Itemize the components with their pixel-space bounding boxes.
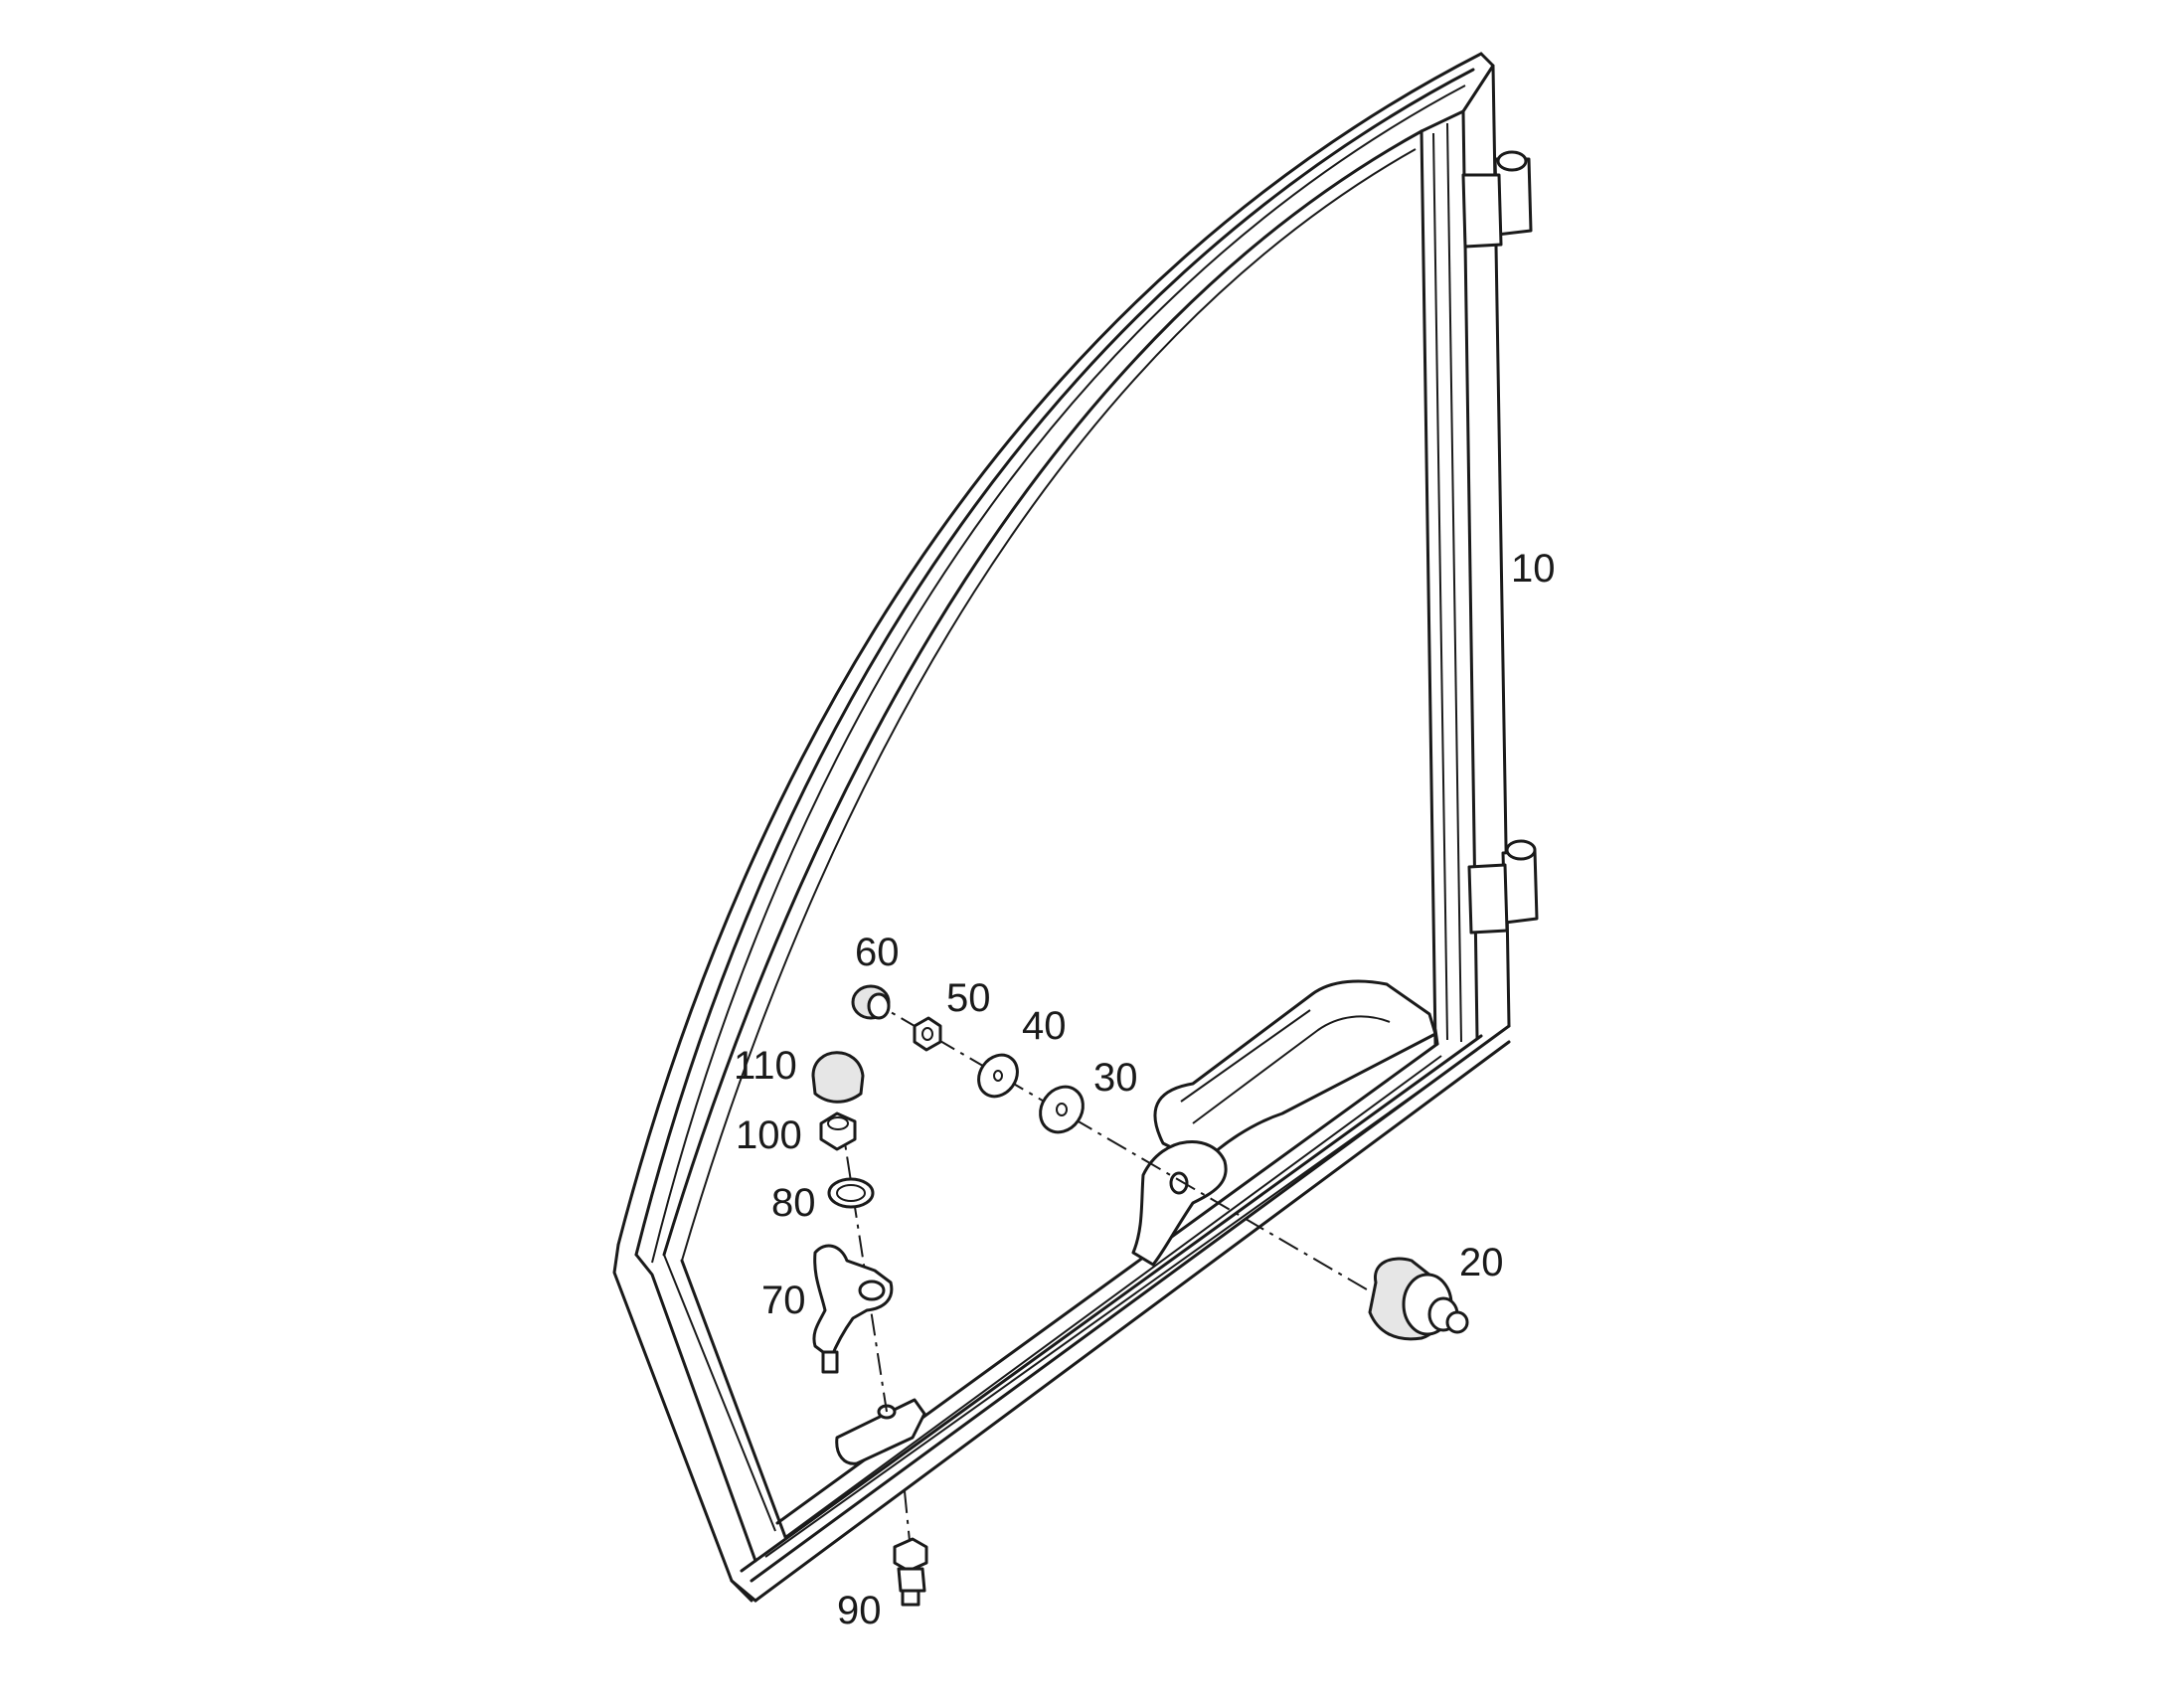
- knob-part-20: [1368, 1257, 1469, 1341]
- washer-part-40: [977, 1053, 1019, 1099]
- nut-part-100: [819, 1111, 857, 1151]
- door-frame: [612, 52, 1539, 1603]
- axis-line-lower: [840, 1116, 888, 1413]
- washer-part-30: [1039, 1085, 1085, 1134]
- callout-90: 90: [837, 1589, 882, 1632]
- callout-60: 60: [855, 931, 900, 974]
- cap-part-60: [851, 984, 891, 1020]
- callout-50: 50: [946, 976, 991, 1020]
- nut-part-50: [913, 1016, 942, 1052]
- callout-10: 10: [1511, 547, 1556, 591]
- callout-100: 100: [736, 1113, 802, 1157]
- callout-30: 30: [1093, 1056, 1138, 1100]
- cap-part-110: [811, 1051, 865, 1104]
- ring-part-80: [827, 1177, 875, 1209]
- bolt-part-90: [893, 1537, 928, 1607]
- callout-70: 70: [761, 1279, 806, 1322]
- callout-40: 40: [1022, 1004, 1067, 1048]
- callout-110: 110: [734, 1044, 797, 1088]
- axis-line-upper: [866, 997, 1373, 1293]
- bracket-part-70: [812, 1244, 894, 1374]
- callout-20: 20: [1459, 1241, 1504, 1284]
- callout-80: 80: [771, 1181, 816, 1225]
